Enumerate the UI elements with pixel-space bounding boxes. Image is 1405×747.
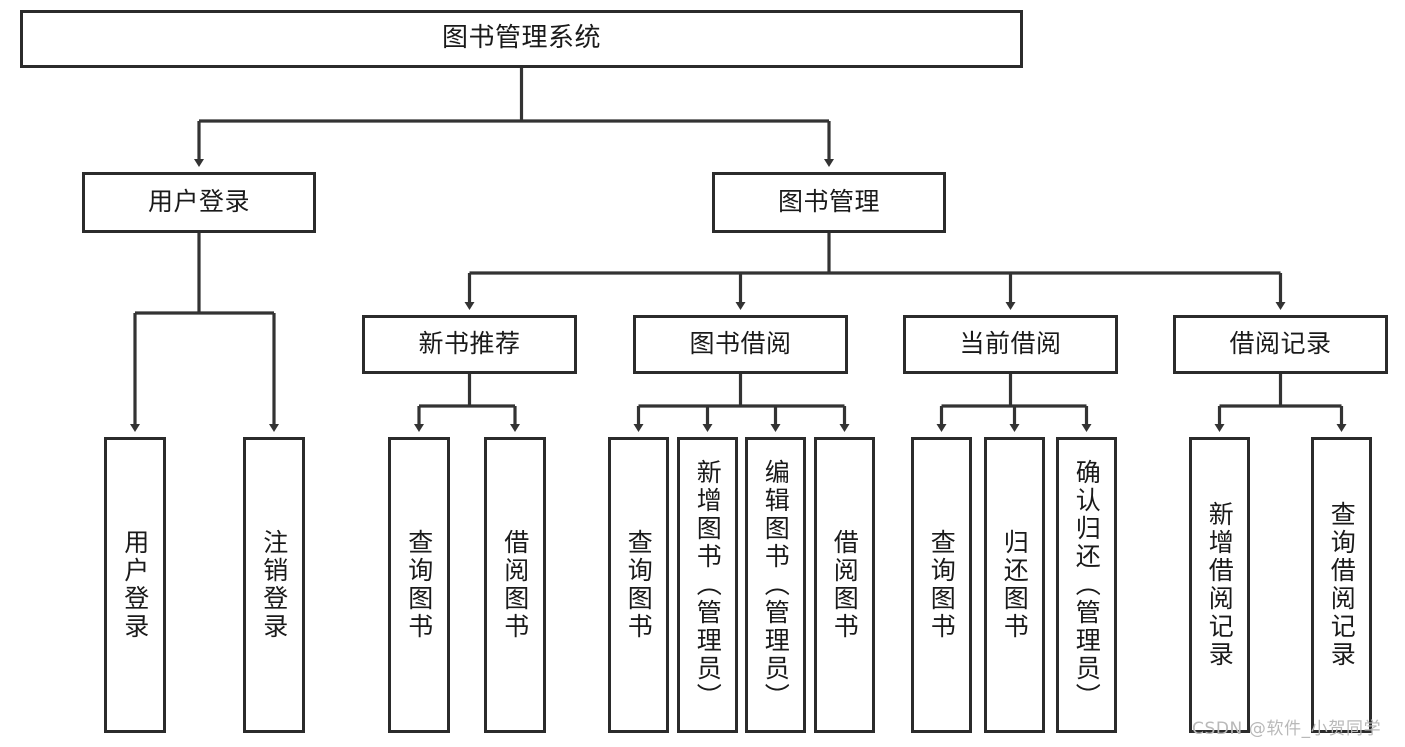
node-label: 编辑图书（管理员） — [761, 459, 791, 711]
node-user-login[interactable]: 用户登录 — [82, 172, 316, 233]
node-label: 借阅记录 — [1229, 329, 1332, 359]
node-current-borrow[interactable]: 当前借阅 — [903, 315, 1118, 374]
node-leaf-add-book[interactable]: 新增图书（管理员） — [677, 437, 738, 733]
node-leaf-query-book-1[interactable]: 查询图书 — [388, 437, 450, 733]
node-book-manage[interactable]: 图书管理 — [712, 172, 946, 233]
node-label: 图书借阅 — [689, 329, 792, 359]
node-label: 新书推荐 — [418, 329, 521, 359]
node-label: 注销登录 — [259, 529, 289, 641]
node-leaf-return-book[interactable]: 归还图书 — [984, 437, 1045, 733]
node-label: 借阅图书 — [830, 529, 860, 641]
node-label: 新增图书（管理员） — [693, 459, 723, 711]
node-leaf-query-book-3[interactable]: 查询图书 — [911, 437, 972, 733]
node-label: 当前借阅 — [959, 329, 1062, 359]
node-label: 查询图书 — [624, 529, 654, 641]
node-leaf-edit-book[interactable]: 编辑图书（管理员） — [745, 437, 806, 733]
node-label: 借阅图书 — [500, 529, 530, 641]
node-label: 图书管理 — [777, 187, 880, 217]
node-leaf-confirm-return[interactable]: 确认归还（管理员） — [1056, 437, 1117, 733]
node-leaf-add-record[interactable]: 新增借阅记录 — [1189, 437, 1250, 733]
node-leaf-user-login[interactable]: 用户登录 — [104, 437, 166, 733]
node-book-borrow[interactable]: 图书借阅 — [633, 315, 848, 374]
node-label: 用户登录 — [120, 529, 150, 641]
node-leaf-borrow-book-1[interactable]: 借阅图书 — [484, 437, 546, 733]
node-label: 查询图书 — [404, 529, 434, 641]
node-new-book-recommend[interactable]: 新书推荐 — [362, 315, 577, 374]
node-label: 用户登录 — [147, 187, 250, 217]
node-leaf-logout[interactable]: 注销登录 — [243, 437, 305, 733]
node-label: 归还图书 — [1000, 529, 1030, 641]
node-leaf-query-book-2[interactable]: 查询图书 — [608, 437, 669, 733]
node-label: 确认归还（管理员） — [1072, 459, 1102, 711]
node-label: 图书管理系统 — [441, 23, 601, 54]
node-label: 查询图书 — [927, 529, 957, 641]
node-label: 查询借阅记录 — [1327, 501, 1357, 669]
node-leaf-query-record[interactable]: 查询借阅记录 — [1311, 437, 1372, 733]
node-borrow-record[interactable]: 借阅记录 — [1173, 315, 1388, 374]
node-root-system[interactable]: 图书管理系统 — [20, 10, 1023, 68]
node-label: 新增借阅记录 — [1205, 501, 1235, 669]
node-leaf-borrow-book-2[interactable]: 借阅图书 — [814, 437, 875, 733]
